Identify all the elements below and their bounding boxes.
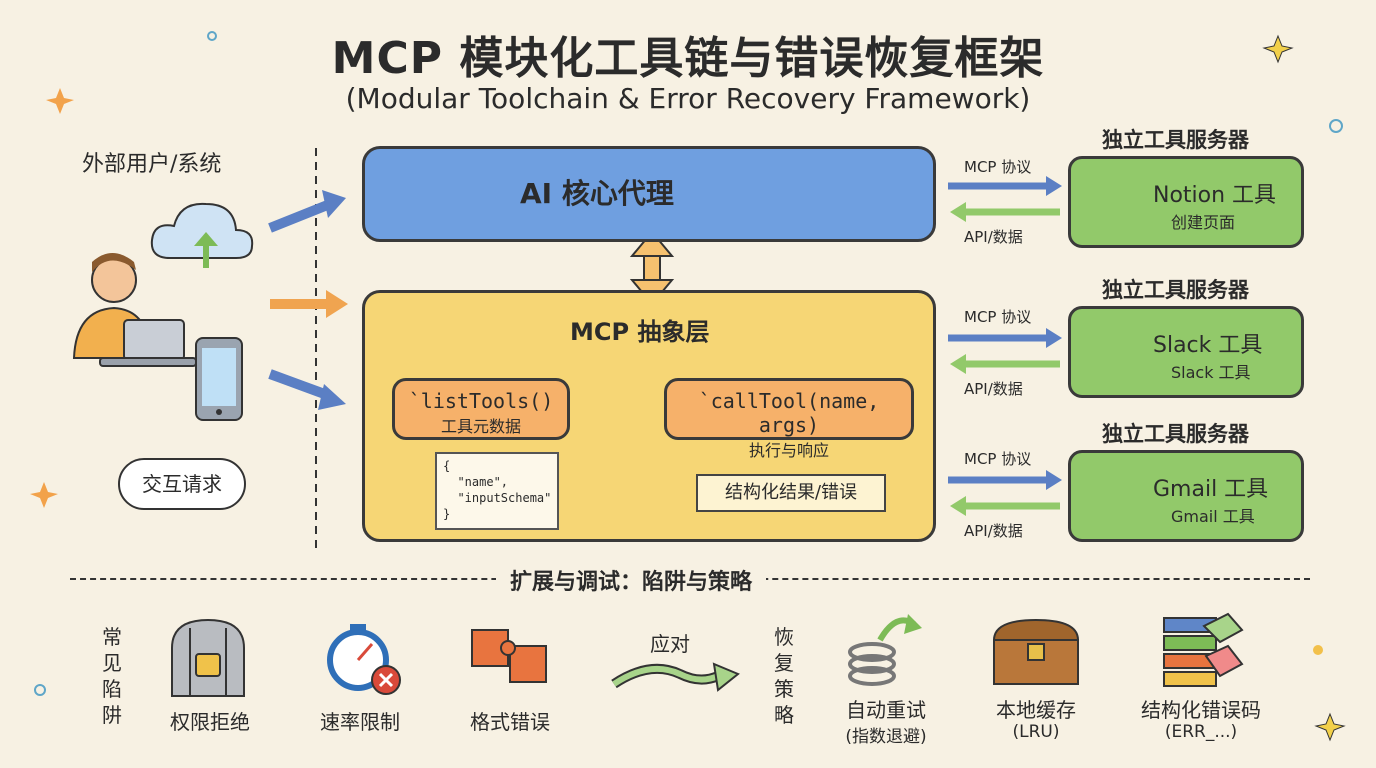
smartphone-icon [195, 337, 243, 421]
treasure-chest-icon [992, 618, 1080, 685]
protocol-forward-label-3: MCP 协议 [964, 450, 1032, 468]
request-arrow-user [270, 290, 348, 318]
pitfalls-heading: 常 见 陷 阱 [100, 624, 124, 728]
call-tool-name: `callTool(name, args) [698, 389, 880, 437]
strategy-structured-error-code: 结构化错误码 [1141, 698, 1261, 722]
strategy-structured-error-code-sub: (ERR_...) [1164, 722, 1238, 742]
external-users-label: 外部用户/系统 [82, 152, 222, 177]
decorative-stars [30, 31, 1346, 742]
request-arrow-phone [268, 369, 346, 410]
tag-stack-icon [1163, 612, 1244, 687]
request-arrow-cloud [268, 190, 346, 233]
slack-tool-sub: Slack 工具 [1171, 363, 1251, 382]
spring-retry-icon [848, 614, 922, 686]
stopwatch-icon [327, 624, 401, 695]
pitfall-rate-limit: 速率限制 [320, 710, 400, 734]
user-with-laptop-icon [72, 253, 197, 367]
page-title: MCP 模块化工具链与错误恢复框架 [331, 33, 1045, 84]
list-tools-name: `listTools() [408, 389, 554, 413]
tool-server-label-1: 独立工具服务器 [1102, 128, 1249, 152]
ai-core-agent-box [362, 146, 936, 242]
protocol-back-label-3: API/数据 [964, 522, 1023, 540]
protocol-forward-label-1: MCP 协议 [964, 158, 1032, 176]
interaction-request-bubble: 交互请求 [118, 458, 246, 510]
strategy-section-title: 扩展与调试：陷阱与策略 [496, 564, 767, 596]
slack-tool-name: Slack 工具 [1153, 333, 1263, 358]
gmail-tool-name: Gmail 工具 [1153, 477, 1269, 502]
call-tool-desc: 执行与响应 [748, 441, 829, 460]
strategy-local-cache: 本地缓存 [996, 698, 1076, 722]
protocol-arrows-3 [948, 470, 1062, 516]
strategy-auto-retry-sub: (指数退避) [845, 727, 927, 747]
ai-core-agent-label: AI 核心代理 [520, 177, 674, 210]
cloud-upload-icon [150, 202, 254, 268]
notion-tool-box: Notion 工具 创建页面 [1068, 156, 1304, 248]
strategies-heading-char: 略 [774, 703, 794, 727]
strategy-local-cache-sub: (LRU) [1012, 722, 1060, 742]
structured-result-box: 结构化结果/错误 [696, 474, 886, 512]
tool-server-label-2: 独立工具服务器 [1102, 278, 1249, 302]
pitfalls-heading-char: 陷 [102, 677, 122, 701]
gmail-tool-box: Gmail 工具 Gmail 工具 [1068, 450, 1304, 542]
slack-tool-box: Slack 工具 Slack 工具 [1068, 306, 1304, 398]
mcp-abstraction-layer-label: MCP 抽象层 [570, 318, 710, 346]
protocol-back-label-2: API/数据 [964, 380, 1023, 398]
protocol-arrows-2 [948, 328, 1062, 374]
protocol-arrows-1 [948, 176, 1062, 222]
list-tools-box: `listTools() 工具元数据 [392, 378, 570, 440]
pitfall-permission-denied: 权限拒绝 [170, 710, 250, 734]
json-schema-snippet: { "name", "inputSchema" } [435, 452, 559, 530]
response-arrow [611, 662, 740, 692]
strategies-heading-char: 复 [774, 651, 794, 675]
strategy-auto-retry: 自动重试 [846, 698, 926, 722]
page-subtitle: (Modular Toolchain & Error Recovery Fram… [345, 82, 1031, 115]
strategies-heading: 恢 复 策 略 [772, 624, 796, 728]
gmail-tool-sub: Gmail 工具 [1171, 507, 1255, 526]
protocol-forward-label-2: MCP 协议 [964, 308, 1032, 326]
tool-server-label-3: 独立工具服务器 [1102, 422, 1249, 446]
pitfalls-heading-char: 常 [102, 625, 122, 649]
response-label: 应对 [650, 632, 690, 656]
notion-tool-name: Notion 工具 [1153, 183, 1277, 208]
puzzle-icon [471, 629, 547, 683]
list-tools-desc: 工具元数据 [440, 417, 521, 436]
pitfall-format-error: 格式错误 [470, 710, 550, 734]
call-tool-box: `callTool(name, args) 执行与响应 [664, 378, 914, 460]
locked-cage-icon [171, 618, 245, 697]
pitfalls-heading-char: 见 [102, 651, 122, 675]
strategies-heading-char: 恢 [774, 625, 794, 649]
notion-tool-sub: 创建页面 [1171, 213, 1236, 232]
protocol-back-label-1: API/数据 [964, 228, 1023, 246]
pitfalls-heading-char: 阱 [102, 703, 122, 727]
strategies-heading-char: 策 [774, 677, 794, 701]
